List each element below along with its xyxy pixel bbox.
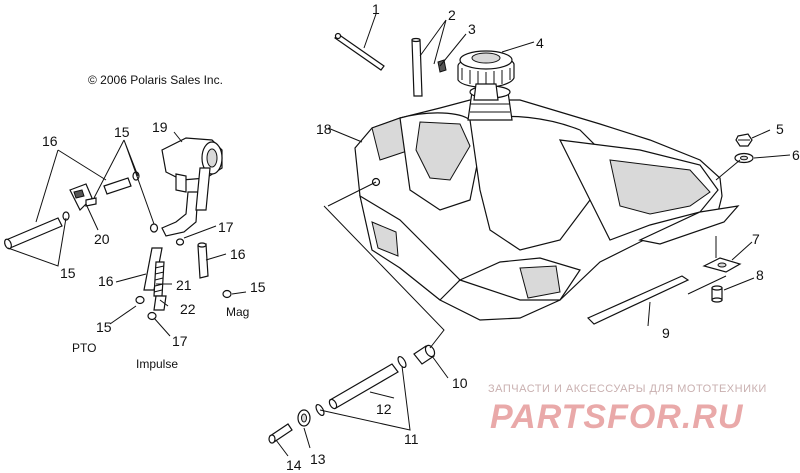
label-impulse: Impulse — [136, 357, 178, 371]
callout-5: 5 — [776, 121, 784, 137]
callout-4: 4 — [536, 35, 544, 51]
impulse-line — [161, 167, 211, 237]
vent-tube — [411, 37, 423, 97]
mounting-pad — [702, 257, 742, 273]
callout-numbers: 1 2 3 4 5 6 7 8 9 10 11 12 13 14 15 15 1… — [42, 1, 800, 473]
callout-17-upper: 17 — [218, 219, 234, 235]
hose-22 — [153, 295, 167, 311]
callout-2: 2 — [448, 7, 456, 23]
callout-16-lower: 16 — [98, 273, 114, 289]
callout-18: 18 — [316, 121, 332, 137]
fuel-valve — [161, 137, 223, 193]
callout-20: 20 — [94, 231, 110, 247]
callout-19: 19 — [152, 119, 168, 135]
callout-14: 14 — [286, 457, 302, 473]
grommet-13 — [297, 409, 311, 427]
callout-17-lower: 17 — [172, 333, 188, 349]
callout-1: 1 — [372, 1, 380, 17]
nut — [735, 133, 753, 147]
fuel-line-fitting — [413, 344, 436, 365]
leader-lines — [7, 13, 791, 457]
hose-16-right — [197, 242, 209, 279]
washer — [734, 152, 754, 164]
callout-12: 12 — [376, 401, 392, 417]
spring-21 — [153, 261, 165, 297]
callout-3: 3 — [468, 21, 476, 37]
callout-7: 7 — [752, 231, 760, 247]
callout-11: 11 — [404, 431, 419, 447]
callout-16-top: 16 — [42, 133, 58, 149]
callout-22: 22 — [180, 301, 196, 317]
callout-15-mag: 15 — [250, 279, 266, 295]
copyright-text: © 2006 Polaris Sales Inc. — [88, 73, 223, 87]
callout-9: 9 — [662, 325, 670, 341]
callout-8: 8 — [756, 267, 764, 283]
callout-15-pto: 15 — [96, 319, 112, 335]
hose-clamp-upper — [397, 355, 407, 369]
fuel-cap — [457, 50, 515, 101]
callout-13: 13 — [310, 451, 326, 467]
callout-15-top: 15 — [114, 124, 130, 140]
callout-10: 10 — [452, 375, 468, 391]
callout-21: 21 — [176, 277, 192, 293]
clip — [437, 59, 447, 73]
hose-16-left — [4, 217, 63, 250]
fitting-14 — [268, 423, 293, 444]
watermark-tagline: ЗАПЧАСТИ И АКСЕССУАРЫ ДЛЯ МОТОТЕХНИКИ — [488, 383, 767, 395]
foam-strip — [586, 275, 690, 325]
vent-rod — [334, 32, 385, 71]
watermark-brand: PARTSFOR.RU — [490, 398, 744, 436]
hose-16-upper — [103, 177, 132, 195]
fuel-tank — [354, 85, 740, 321]
label-mag: Mag — [226, 305, 249, 319]
callout-15-left: 15 — [60, 265, 76, 281]
grommet — [711, 285, 723, 303]
vent-valve-20 — [69, 183, 97, 212]
label-pto: PTO — [72, 341, 96, 355]
callout-16-right: 16 — [230, 246, 246, 262]
fuel-hose — [328, 363, 399, 410]
callout-6: 6 — [792, 147, 800, 163]
clamps-15 — [62, 171, 232, 321]
